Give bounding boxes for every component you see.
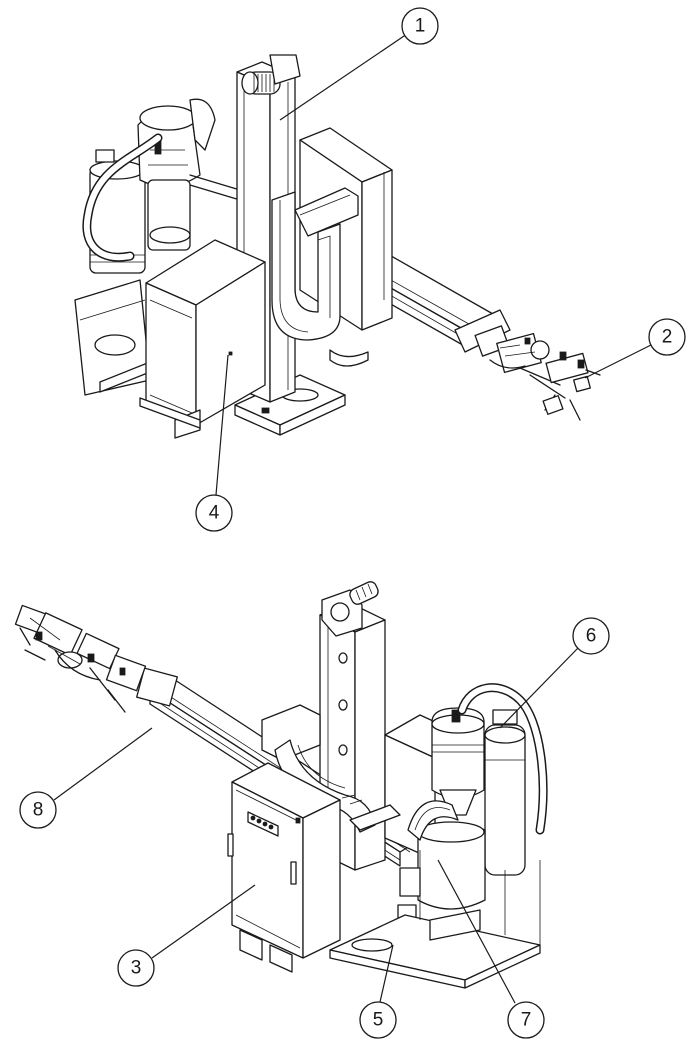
callout-5: 5 — [359, 944, 397, 1039]
hose-top — [82, 133, 163, 262]
callout-label-6: 6 — [586, 626, 597, 647]
leader-line-5 — [379, 944, 394, 1003]
callout-bubble-3 — [117, 949, 155, 987]
spray-head-bottom — [14, 604, 147, 713]
callout-1: 1 — [279, 7, 439, 121]
cable-chain-bottom — [261, 704, 401, 833]
callout-label-4: 4 — [209, 503, 220, 524]
callout-bubble-6 — [572, 617, 610, 655]
callout-3: 3 — [117, 884, 256, 987]
callouts: 1 2 3 4 5 6 7 — [19, 7, 686, 1039]
machine-view-top — [74, 54, 601, 439]
callout-4: 4 — [195, 354, 233, 532]
leader-line-6 — [499, 647, 579, 729]
callout-6: 6 — [499, 617, 610, 729]
callout-label-7: 7 — [521, 1010, 532, 1031]
machine-view-bottom — [14, 581, 548, 989]
leader-line-4 — [215, 354, 229, 496]
leader-line-2 — [584, 344, 652, 379]
callout-7: 7 — [437, 859, 545, 1039]
leader-line-7 — [437, 859, 516, 1004]
electrical-cabinet-bottom — [227, 762, 341, 973]
leader-line-3 — [151, 884, 256, 959]
callout-8: 8 — [19, 727, 153, 829]
base-frame-top — [99, 361, 346, 436]
electrical-cabinet-top — [139, 239, 266, 439]
base-frame-bottom — [329, 850, 541, 989]
callout-label-2: 2 — [662, 327, 673, 348]
callout-bubble-8 — [19, 791, 57, 829]
carriage-cable-chain-top — [271, 187, 369, 367]
callout-label-5: 5 — [373, 1010, 384, 1031]
callout-bubble-7 — [507, 1001, 545, 1039]
leader-line-8 — [53, 727, 153, 801]
callout-label-1: 1 — [415, 16, 426, 37]
callout-bubble-5 — [359, 1001, 397, 1039]
callout-bubble-4 — [195, 494, 233, 532]
spray-head-top — [474, 325, 601, 421]
callout-bubble-2 — [648, 318, 686, 356]
hose-bottom — [457, 683, 548, 835]
callout-bubble-1 — [401, 7, 439, 45]
leader-line-1 — [279, 33, 408, 121]
hopper-units-bottom — [397, 707, 526, 920]
callout-label-8: 8 — [33, 800, 44, 821]
callout-label-3: 3 — [131, 958, 142, 979]
callout-2: 2 — [584, 318, 686, 379]
